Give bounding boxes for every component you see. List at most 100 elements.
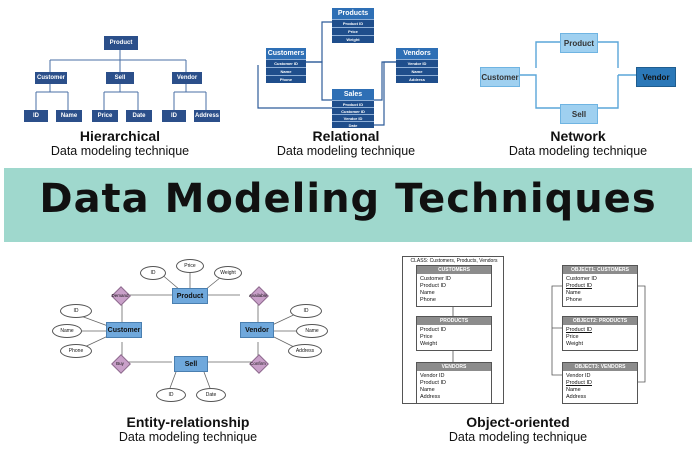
oo-box-header: OBJECT2: PRODUCTS xyxy=(563,317,637,325)
table-field: Vendor ID xyxy=(396,59,438,67)
hier-root-node: Product xyxy=(104,36,138,50)
oo-field: Name xyxy=(566,290,581,296)
hierarchical-subtitle: Data modeling technique xyxy=(50,144,190,158)
oo-box-header: VENDORS xyxy=(417,363,491,371)
table-customers: Customers Customer ID Name Phone xyxy=(266,48,306,83)
hier-node: Customer xyxy=(35,72,67,84)
er-attribute: Price xyxy=(176,259,204,273)
oo-class-box: VENDORS Vendor ID Product ID Name Addres… xyxy=(416,362,492,404)
er-attribute: ID xyxy=(60,304,92,318)
oo-field: Product ID xyxy=(566,380,592,386)
table-field: Date xyxy=(332,121,374,128)
er-entity-sell: Sell xyxy=(174,356,208,372)
oo-field: Address xyxy=(566,394,587,400)
network-subtitle: Data modeling technique xyxy=(508,144,648,158)
table-field: Weight xyxy=(332,35,374,43)
table-sales: Sales Product ID Customer ID Vendor ID D… xyxy=(332,89,374,128)
network-node-product: Product xyxy=(560,33,598,53)
er-attribute: Address xyxy=(288,344,322,358)
oo-field: Customer ID xyxy=(566,276,597,282)
table-vendors: Vendors Vendor ID Name Address xyxy=(396,48,438,83)
er-relationship-label: Demand xyxy=(111,293,129,298)
banner-title: Data Modeling Techniques xyxy=(39,176,657,222)
oo-field: Name xyxy=(420,290,435,296)
oo-field: Product ID xyxy=(566,327,592,333)
hier-leaf: Name xyxy=(56,110,82,122)
er-attribute: Name xyxy=(52,324,82,338)
oo-field: Weight xyxy=(566,341,584,347)
oo-class-label: CLASS: Customers, Products, Vendors xyxy=(410,258,498,264)
hier-node: Vendor xyxy=(172,72,202,84)
er-attribute: ID xyxy=(290,304,322,318)
oo-field: Product ID xyxy=(420,380,446,386)
er-attribute: Date xyxy=(196,388,226,402)
oo-field: Price xyxy=(566,334,579,340)
er-entity-product: Product xyxy=(172,288,208,304)
table-products: Products Product ID Price Weight xyxy=(332,8,374,43)
table-header: Customers xyxy=(266,48,306,59)
er-attribute: Name xyxy=(296,324,328,338)
table-field: Phone xyxy=(266,75,306,83)
hier-node: Sell xyxy=(106,72,134,84)
hierarchical-title: Hierarchical xyxy=(79,128,161,144)
oo-class-box: PRODUCTS Product ID Price Weight xyxy=(416,316,492,351)
er-attribute: Phone xyxy=(60,344,92,358)
table-field: Address xyxy=(396,75,438,83)
oo-field: Address xyxy=(420,394,441,400)
oo-field: Product ID xyxy=(566,283,592,289)
hier-leaf: Price xyxy=(92,110,118,122)
oo-field: Phone xyxy=(420,297,436,303)
table-field: Name xyxy=(396,67,438,75)
hier-leaf: ID xyxy=(24,110,48,122)
relational-title: Relational xyxy=(312,128,380,144)
er-entity-vendor: Vendor xyxy=(240,322,274,338)
oo-field: Price xyxy=(420,334,433,340)
oo-field: Weight xyxy=(420,341,438,347)
title-banner xyxy=(4,168,692,242)
network-title: Network xyxy=(550,128,606,144)
oo-box-header: PRODUCTS xyxy=(417,317,491,325)
table-field: Product ID xyxy=(332,19,374,27)
oo-field: Customer ID xyxy=(420,276,451,282)
oo-field: Name xyxy=(420,387,435,393)
oo-box-header: OBJECT3: VENDORS xyxy=(563,363,637,371)
oo-field: Product ID xyxy=(420,283,446,289)
hier-leaf: Address xyxy=(194,110,220,122)
table-field: Customer ID xyxy=(332,107,374,114)
oo-object-box: OBJECT2: PRODUCTS Product ID Price Weigh… xyxy=(562,316,638,351)
table-header: Vendors xyxy=(396,48,438,59)
oo-object-box: OBJECT1: CUSTOMERS Customer ID Product I… xyxy=(562,265,638,307)
oo-box-header: CUSTOMERS xyxy=(417,266,491,274)
er-entity-customer: Customer xyxy=(106,322,142,338)
oo-subtitle: Data modeling technique xyxy=(448,430,588,444)
table-field: Product ID xyxy=(332,100,374,107)
oo-field: Vendor ID xyxy=(420,373,445,379)
table-header: Products xyxy=(332,8,374,19)
network-node-customer: Customer xyxy=(480,67,520,87)
er-attribute: Weight xyxy=(214,266,242,280)
oo-object-box: OBJECT3: VENDORS Vendor ID Product ID Na… xyxy=(562,362,638,404)
oo-title: Object-oriented xyxy=(466,414,570,430)
table-header: Sales xyxy=(332,89,374,100)
hier-leaf: ID xyxy=(162,110,186,122)
oo-class-box: CUSTOMERS Customer ID Product ID Name Ph… xyxy=(416,265,492,307)
er-subtitle: Data modeling technique xyxy=(118,430,258,444)
table-field: Price xyxy=(332,27,374,35)
table-field: Vendor ID xyxy=(332,114,374,121)
oo-field: Product ID xyxy=(420,327,446,333)
network-node-sell: Sell xyxy=(560,104,598,124)
er-title: Entity-relationship xyxy=(126,414,250,430)
hier-leaf: Date xyxy=(126,110,152,122)
er-attribute: ID xyxy=(140,266,166,280)
oo-box-header: OBJECT1: CUSTOMERS xyxy=(563,266,637,274)
er-attribute: ID xyxy=(156,388,186,402)
table-field: Name xyxy=(266,67,306,75)
oo-field: Name xyxy=(566,387,581,393)
er-relationship-label: Available xyxy=(248,293,268,298)
oo-field: Vendor ID xyxy=(566,373,591,379)
oo-field: Phone xyxy=(566,297,582,303)
table-field: Customer ID xyxy=(266,59,306,67)
er-relationship-label: Confirm xyxy=(250,361,266,366)
er-relationship-label: Buy xyxy=(116,361,124,366)
network-node-vendor: Vendor xyxy=(636,67,676,87)
